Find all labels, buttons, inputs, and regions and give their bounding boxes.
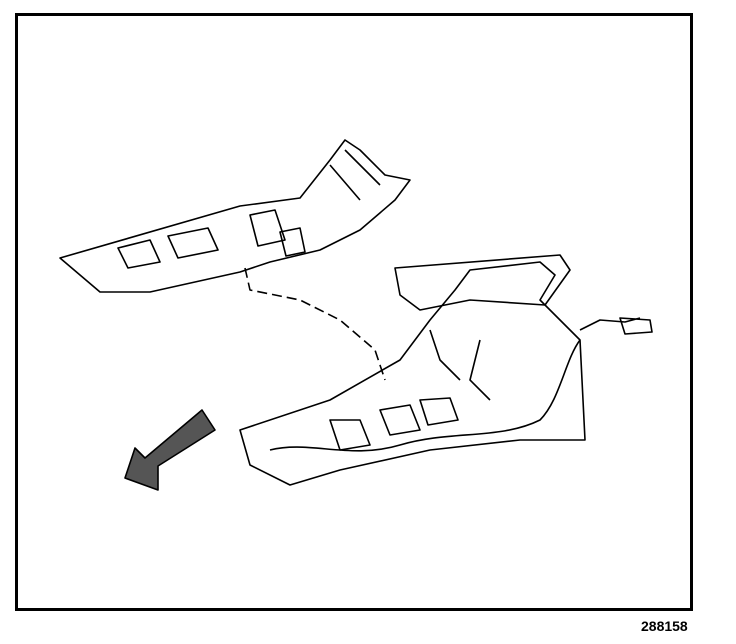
front-console-trim [59, 139, 411, 293]
figure-number: 288158 [641, 618, 688, 634]
front-direction-arrow [124, 409, 216, 491]
rear-console-assembly [239, 254, 653, 486]
figure-frame [15, 13, 693, 611]
wiring-harness-dashed [244, 267, 386, 381]
